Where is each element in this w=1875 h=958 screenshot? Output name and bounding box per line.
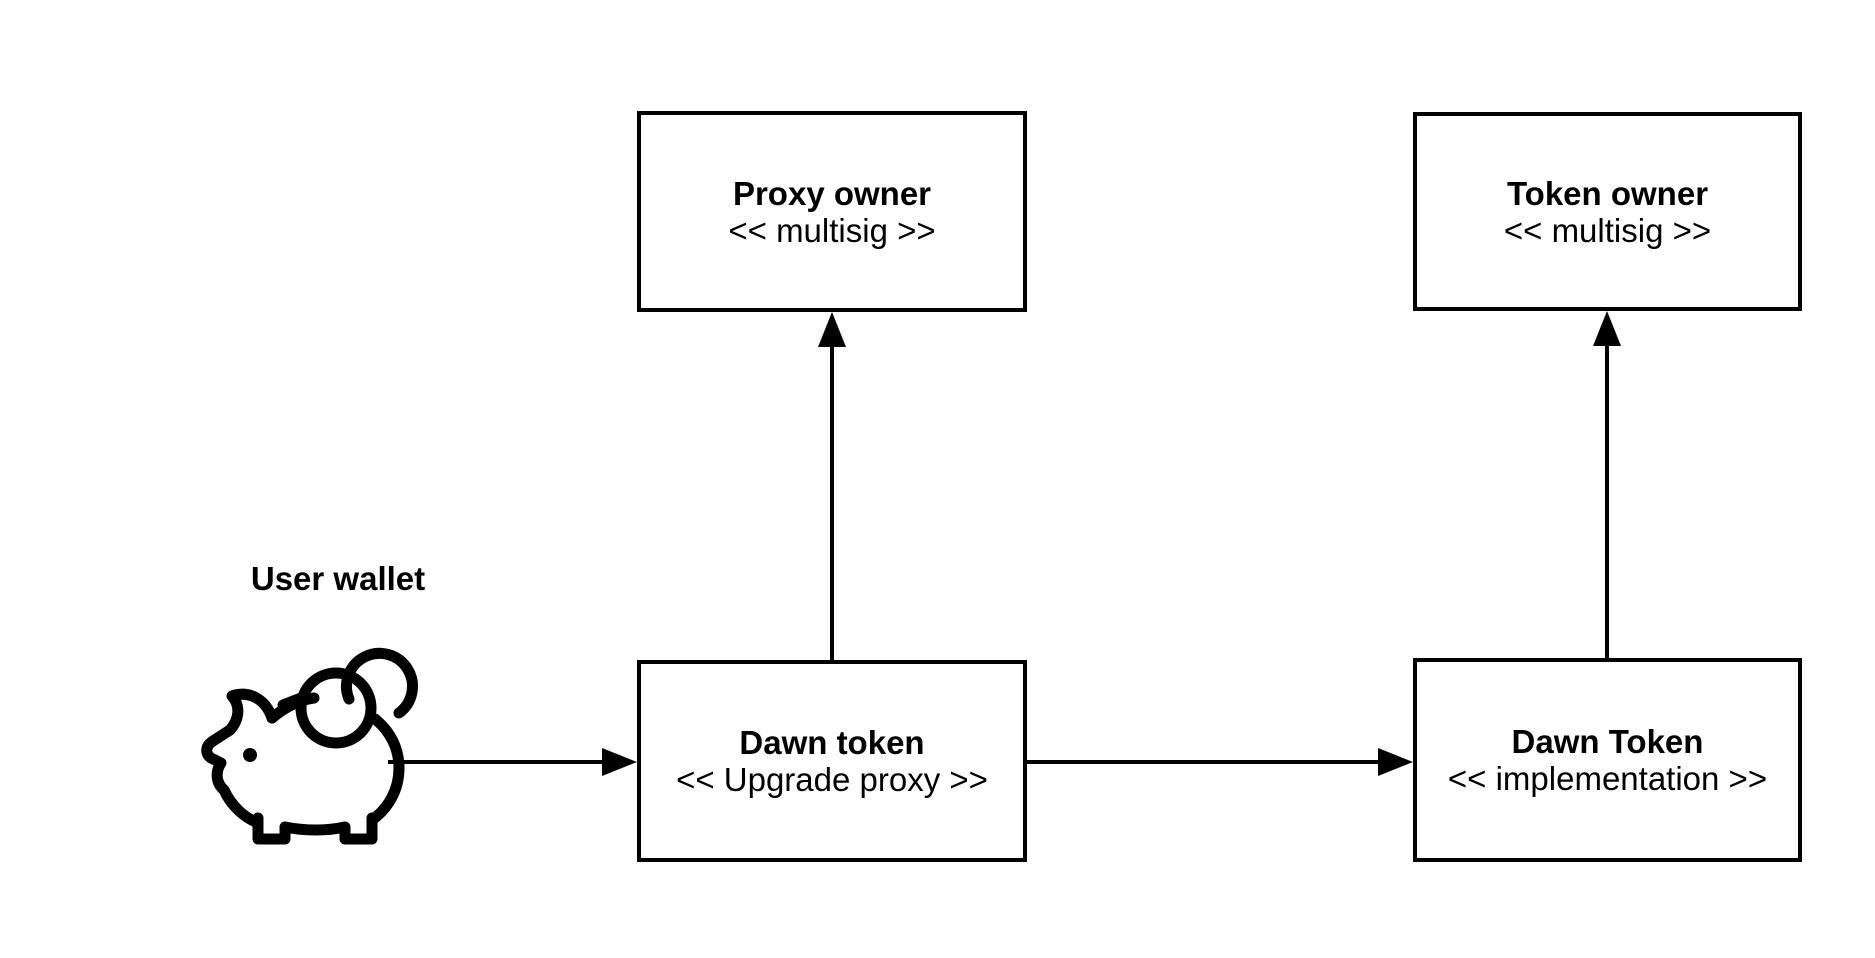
piggy-coin-back <box>341 647 418 719</box>
node-dawn-token-implementation-title: Dawn Token <box>1511 723 1704 760</box>
piggy-bank-icon <box>201 647 418 845</box>
piggy-rear <box>366 713 405 826</box>
arrow-dawn-token-to-proxy-owner <box>818 312 846 660</box>
piggy-coin-front <box>295 667 377 749</box>
user-wallet-label: User wallet <box>250 560 426 597</box>
piggy-ear <box>224 688 278 736</box>
node-proxy-owner: Proxy owner << multisig >> <box>637 111 1027 312</box>
arrow-implementation-to-token-owner <box>1593 311 1621 658</box>
node-dawn-token-implementation-stereotype: << implementation >> <box>1447 760 1768 797</box>
node-proxy-owner-stereotype: << multisig >> <box>728 211 936 249</box>
node-dawn-token-implementation: Dawn Token << implementation >> <box>1413 658 1802 862</box>
node-proxy-owner-title: Proxy owner <box>732 174 932 212</box>
node-token-owner-title: Token owner <box>1506 174 1709 212</box>
node-dawn-token-proxy-title: Dawn token <box>739 724 925 761</box>
node-dawn-token-proxy: Dawn token << Upgrade proxy >> <box>637 660 1027 862</box>
piggy-head <box>201 724 264 829</box>
arrow-dawn-token-to-implementation <box>1027 748 1413 776</box>
node-dawn-token-proxy-stereotype: << Upgrade proxy >> <box>676 761 988 798</box>
node-token-owner: Token owner << multisig >> <box>1413 112 1802 311</box>
piggy-legs <box>252 812 378 845</box>
node-token-owner-stereotype: << multisig >> <box>1503 211 1712 249</box>
piggy-eye <box>243 748 257 762</box>
